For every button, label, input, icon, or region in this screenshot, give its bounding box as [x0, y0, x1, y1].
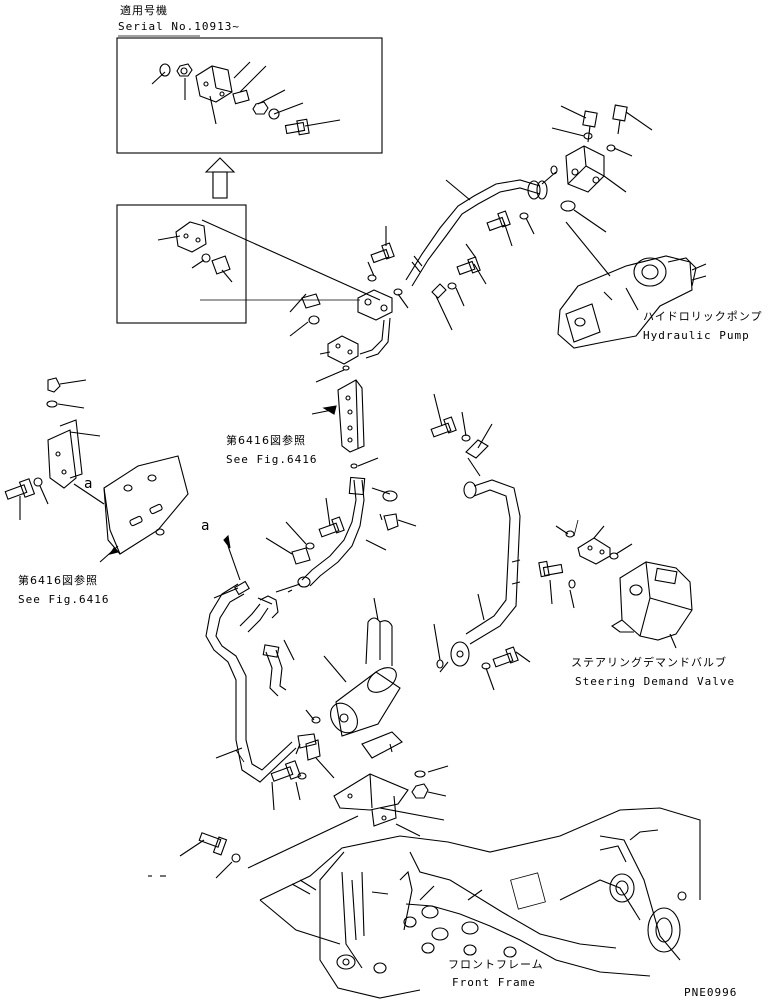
front-frame: [259, 807, 701, 999]
reference-a-mid: a: [201, 518, 211, 534]
steering-valve-label-en: Steering Demand Valve: [575, 675, 736, 688]
steering-supply-pipe: [265, 476, 417, 593]
inset-title-jp: 適用号機: [120, 4, 168, 17]
hydraulic-pump: [551, 104, 707, 349]
hydraulic-pump-label-en: Hydraulic Pump: [643, 329, 750, 342]
reference-a-left: a: [84, 476, 94, 492]
see-fig-upper-jp: 第6416図参照: [226, 434, 306, 447]
see-fig-left-jp: 第6416図参照: [18, 574, 98, 587]
left-bracket-assembly: [4, 377, 189, 563]
see-fig-left-en: See Fig.6416: [18, 593, 110, 606]
inset-serial-number: Serial No.10913~: [118, 20, 240, 33]
upgrade-arrow: [204, 157, 236, 199]
steering-valve-label-jp: ステアリングデマンドバルブ: [571, 656, 727, 669]
valve-block-fig6416: [311, 379, 379, 469]
front-frame-label-en: Front Frame: [452, 976, 536, 989]
see-fig-upper-en: See Fig.6416: [226, 453, 318, 466]
filter-assembly: [247, 597, 449, 869]
pipe-bolts-upper: [431, 210, 535, 331]
hydraulic-pump-label-jp: ハイドロリックポンプ: [643, 310, 763, 323]
steering-return-pipe: [430, 393, 531, 691]
drawing-code: PNE0996: [684, 986, 738, 999]
old-bracket-inset: [116, 204, 381, 324]
frame-mount-bolts: [148, 832, 241, 879]
upper-flange-assembly: [289, 226, 409, 383]
serial-variant-inset: [116, 37, 383, 154]
pump-pressure-pipe: [405, 165, 558, 287]
left-return-hose: [205, 534, 297, 783]
front-frame-label-jp: フロントフレーム: [448, 958, 544, 971]
steering-demand-valve: [538, 519, 693, 649]
